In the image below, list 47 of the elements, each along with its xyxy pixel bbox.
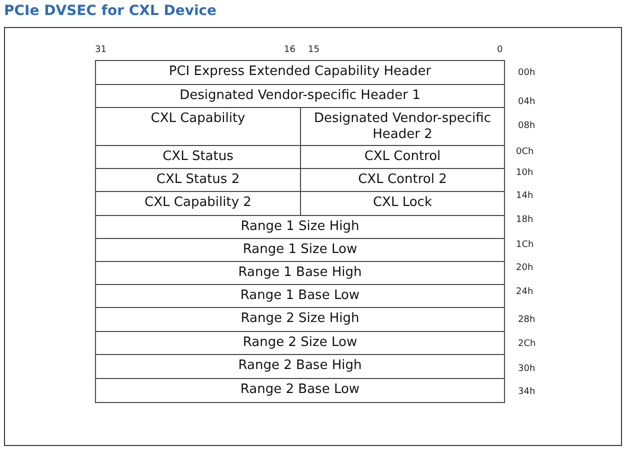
- field-name: Designated Vendor-specific Header 1: [180, 88, 420, 104]
- field-name: Range 2 Base Low: [240, 382, 360, 398]
- offset-label: 30h: [518, 364, 536, 374]
- field-name: Designated Vendor-specific Header 2: [313, 111, 492, 143]
- register-field: [95, 60, 505, 85]
- register-field: [95, 261, 505, 285]
- field-name: Range 1 Size Low: [242, 242, 358, 258]
- field-name: CXL Capability 2: [144, 195, 252, 211]
- offset-label: 28h: [518, 315, 536, 325]
- field-name: Range 2 Size Low: [242, 335, 358, 351]
- field-name: Range 2 Size High: [240, 311, 360, 327]
- field-name: Range 1 Base Low: [240, 288, 360, 304]
- field-name: Range 1 Base High: [238, 265, 362, 281]
- offset-label: 00h: [518, 68, 536, 78]
- register-field: [95, 238, 505, 262]
- offset-label: 2Ch: [518, 339, 536, 349]
- bit-number: 31: [95, 45, 106, 55]
- offset-label: 34h: [518, 387, 536, 397]
- register-field: [95, 354, 505, 379]
- bit-number: 15: [308, 45, 320, 55]
- field-name: Range 2 Base High: [238, 358, 362, 374]
- bit-number: 16: [284, 45, 296, 55]
- register-field: [95, 331, 505, 355]
- field-name: CXL Capability: [150, 111, 246, 127]
- diagram-title: PCIe DVSEC for CXL Device: [4, 3, 217, 19]
- field-name: CXL Control 2: [358, 172, 447, 188]
- field-name: PCI Express Extended Capability Header: [168, 64, 432, 80]
- offset-label: 1Ch: [516, 240, 534, 250]
- offset-label: 20h: [516, 263, 534, 273]
- offset-label: 10h: [516, 168, 534, 178]
- offset-label: 08h: [518, 121, 536, 131]
- field-name: Range 1 Size High: [240, 219, 360, 235]
- offset-label: 14h: [516, 191, 534, 201]
- offset-label: 04h: [518, 97, 536, 107]
- offset-label: 24h: [516, 287, 534, 297]
- register-field: [95, 378, 505, 403]
- register-field: [95, 284, 505, 308]
- bit-number: 0: [497, 45, 503, 55]
- field-name: CXL Lock: [372, 195, 432, 211]
- field-name: CXL Control: [364, 149, 441, 165]
- offset-label: 0Ch: [516, 147, 534, 157]
- register-field: [95, 307, 505, 332]
- register-field: [95, 84, 505, 108]
- field-name: CXL Status 2: [156, 172, 240, 188]
- field-name: CXL Status: [162, 149, 234, 165]
- register-field: [95, 215, 505, 239]
- offset-label: 18h: [516, 215, 534, 225]
